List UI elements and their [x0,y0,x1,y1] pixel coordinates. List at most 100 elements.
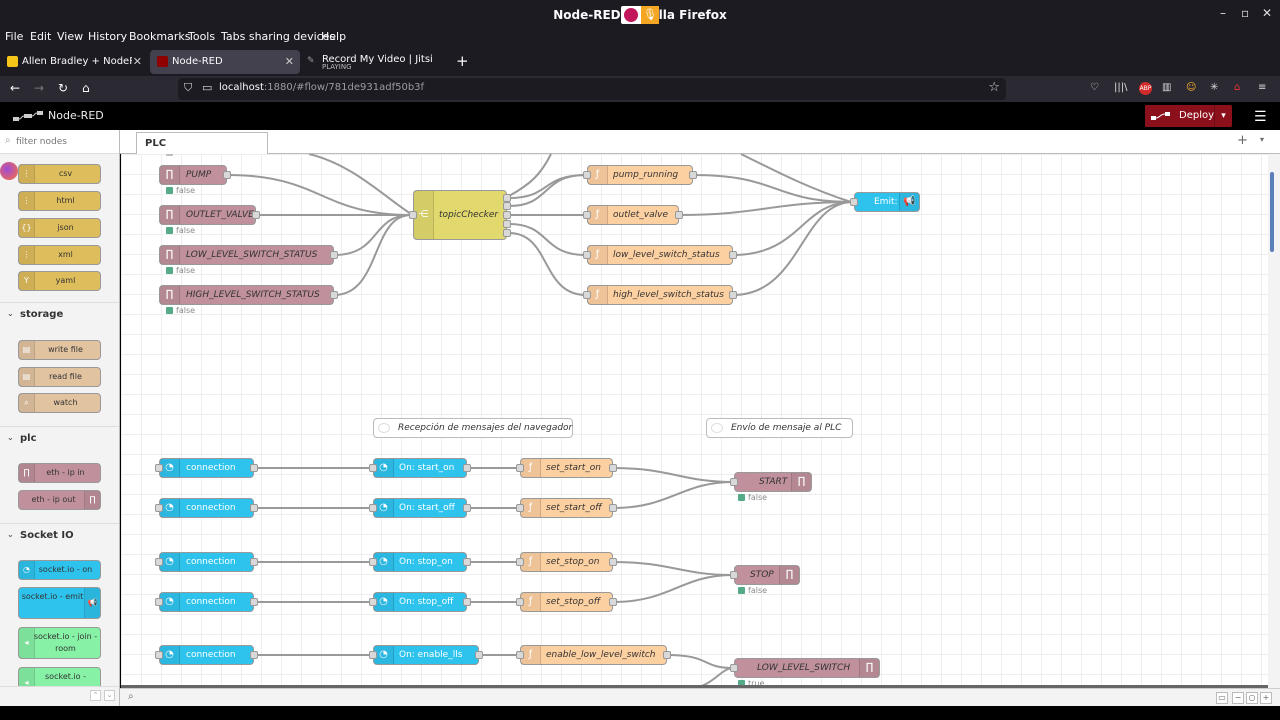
input-port[interactable] [155,464,163,472]
tab-plc[interactable]: PLC [136,132,268,154]
menu-help[interactable]: Help [321,30,347,43]
output-port[interactable] [463,558,471,566]
tab-allen-bradley[interactable]: Allen Bradley + NodeRED ✕ [0,50,148,74]
menu-bookmarks[interactable]: Bookmarks [129,30,191,43]
close-window-button[interactable]: ✕ [1262,6,1273,20]
input-port[interactable] [730,478,738,486]
output-port[interactable] [330,251,338,259]
output-port[interactable] [463,504,471,512]
shield-icon[interactable]: ⛉ [184,81,193,94]
output-port[interactable] [250,651,258,659]
canvas-vertical-scrollbar[interactable] [1268,154,1280,688]
adblock-icon[interactable]: ABP [1139,82,1152,95]
output-port[interactable] [503,229,511,237]
node-on-stop-off[interactable]: ◔On: stop_off [373,592,467,612]
input-port[interactable] [369,651,377,659]
input-port[interactable] [155,504,163,512]
navigator-icon[interactable]: ▭ [1216,692,1228,704]
output-port[interactable] [463,598,471,606]
comment-envio[interactable]: Envío de mensaje al PLC [706,418,853,438]
menu-tools[interactable]: Tools [188,30,216,43]
node-on-enable-lls[interactable]: ◔On: enable_lls [373,645,479,665]
input-port[interactable] [516,651,524,659]
node-emit[interactable]: Emit:📢 [854,192,920,212]
bookmark-star-icon[interactable]: ☆ [988,80,1000,95]
menu-edit[interactable]: Edit [30,30,52,43]
extension-face-icon[interactable]: ☺ [1186,82,1197,93]
input-port[interactable] [730,664,738,672]
output-port[interactable] [250,504,258,512]
palette-node-eth-ip-in[interactable]: ∏eth - ip in [18,463,101,483]
react-devtools-icon[interactable]: ✳ [1210,82,1219,93]
input-port[interactable] [583,251,591,259]
input-port[interactable] [583,291,591,299]
palette-node-read-file[interactable]: ▤read file [18,367,101,387]
output-port[interactable] [503,220,511,228]
tab-node-red[interactable]: Node-RED ✕ [150,50,300,74]
url-text[interactable]: localhost:1880/#flow/781de931adf50b3f [219,82,425,93]
address-bar[interactable]: ⛉ ▭ localhost:1880/#flow/781de931adf50b3… [178,78,1006,100]
reload-icon[interactable]: ↻ [58,81,69,95]
zoom-out-button[interactable]: − [1232,692,1244,704]
output-port[interactable] [609,558,617,566]
output-port[interactable] [250,464,258,472]
palette-node-socketio-join-room[interactable]: ◂socket.io - join - room [18,627,101,659]
node-on-start-on[interactable]: ◔On: start_on [373,458,467,478]
search-icon[interactable]: ⌕ [128,691,134,702]
palette-node-html[interactable]: ⋮html [18,191,101,211]
node-eth-pump[interactable]: ∏PUMP [159,165,227,185]
input-port[interactable] [369,558,377,566]
node-eth-outlet-valve[interactable]: ∏OUTLET_VALVE [159,205,256,225]
node-topic-checker[interactable]: ⋲topicChecker [413,190,507,240]
pocket-icon[interactable]: ♡ [1090,82,1099,93]
palette-node-watch[interactable]: ⌕watch [18,393,101,413]
node-output-low-level-switch[interactable]: LOW_LEVEL_SWITCH∏ [734,658,880,678]
node-connection-4[interactable]: ◔connection [159,592,254,612]
palette-node-eth-ip-out[interactable]: eth - ip out∏ [18,490,101,510]
palette-category-socket-io[interactable]: ⌄Socket IO [0,523,119,547]
menu-tabs-sharing[interactable]: Tabs sharing devices [221,30,336,43]
back-icon[interactable]: ← [10,81,21,95]
node-output-start[interactable]: START∏ [734,472,812,492]
home-icon[interactable]: ⌂ [82,81,90,95]
output-port[interactable] [250,598,258,606]
forward-icon[interactable]: → [34,81,45,95]
canvas-horizontal-scrollbar[interactable] [121,685,1268,688]
node-on-start-off[interactable]: ◔On: start_off [373,498,467,518]
input-port[interactable] [369,464,377,472]
page-icon[interactable]: ▭ [202,81,213,94]
node-on-stop-on[interactable]: ◔On: stop_on [373,552,467,572]
extension-box-icon[interactable]: ⌂ [1234,82,1241,93]
output-port[interactable] [503,202,511,210]
flow-canvas[interactable]: ∏PUMP false ∏OUTLET_VALVE false ∏LOW_LEV… [121,154,1268,688]
node-connection-1[interactable]: ◔connection [159,458,254,478]
palette-node-socketio-on[interactable]: ◔socket.io - on [18,560,101,580]
output-port[interactable] [252,211,260,219]
output-port[interactable] [250,558,258,566]
output-port[interactable] [689,171,697,179]
deploy-dropdown-icon[interactable]: ▾ [1214,105,1232,127]
input-port[interactable] [369,598,377,606]
input-port[interactable] [850,198,858,206]
output-port[interactable] [729,251,737,259]
output-port[interactable] [609,504,617,512]
maximize-button[interactable]: ▫ [1241,6,1250,20]
palette-node-json[interactable]: {}json [18,218,101,238]
input-port[interactable] [155,558,163,566]
palette-node-csv[interactable]: ⋮csv [18,164,101,184]
comment-recepcion[interactable]: Recepción de mensajes del navegador [373,418,573,438]
output-port[interactable] [609,598,617,606]
menu-history[interactable]: History [88,30,128,43]
minimize-button[interactable]: – [1220,6,1226,20]
deploy-button[interactable]: Deploy ▾ [1145,105,1232,127]
close-tab-icon[interactable]: ✕ [284,55,294,68]
output-port[interactable] [330,291,338,299]
input-port[interactable] [409,211,417,219]
node-connection-3[interactable]: ◔connection [159,552,254,572]
